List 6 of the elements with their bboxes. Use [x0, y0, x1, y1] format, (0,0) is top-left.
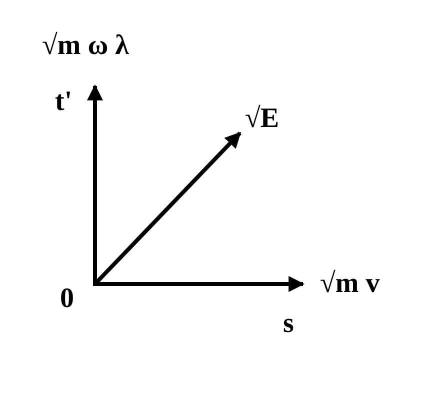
- axis-label: 0: [60, 285, 74, 313]
- axis-label: √m v: [320, 270, 380, 298]
- axis-label: t': [55, 88, 72, 116]
- axis-label: √E: [245, 105, 280, 133]
- axis-label: s: [283, 310, 294, 338]
- axis-label: √m ω λ: [42, 32, 129, 60]
